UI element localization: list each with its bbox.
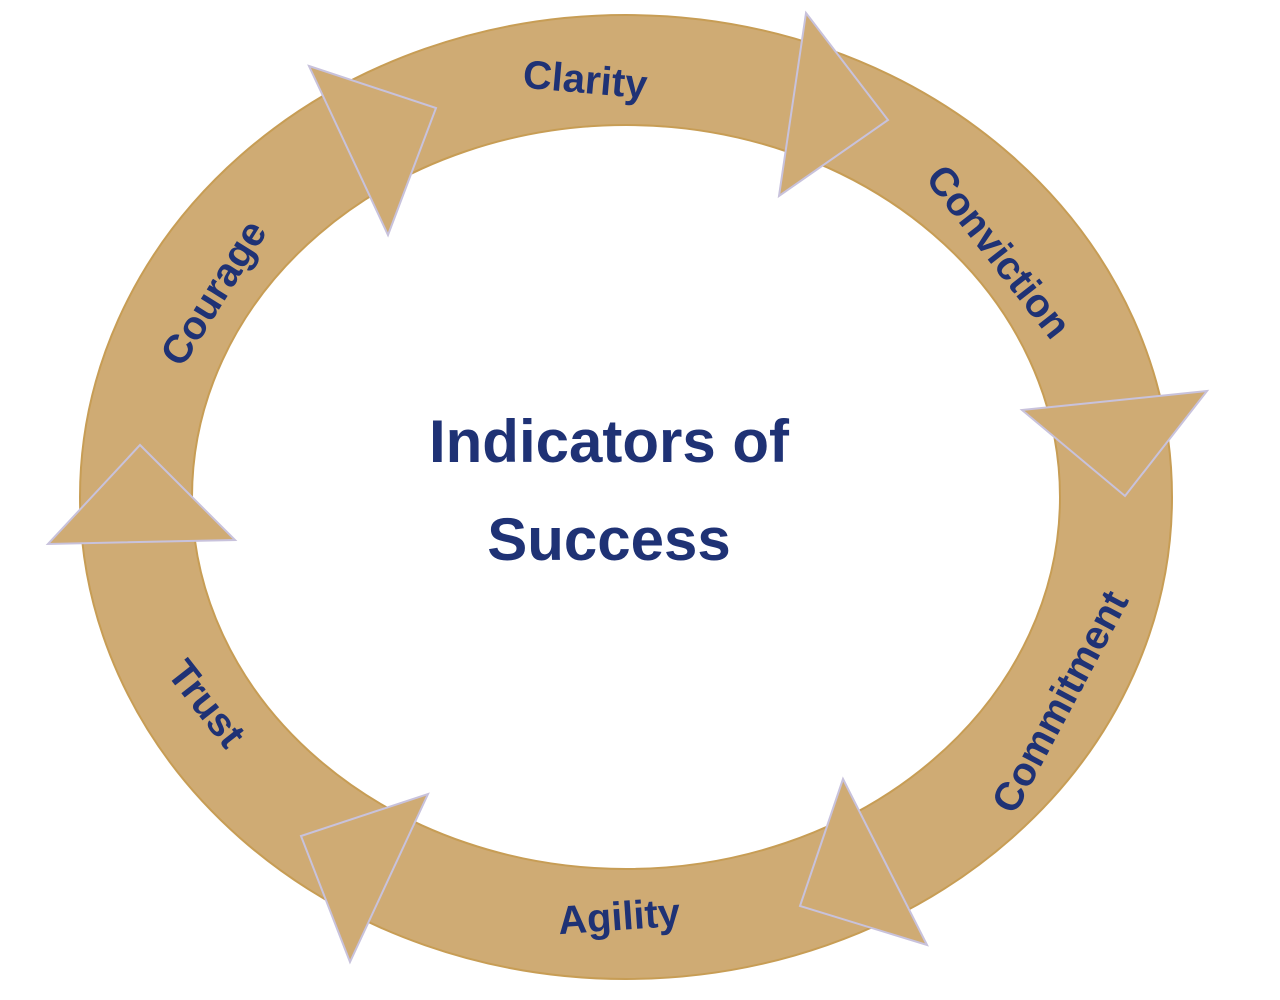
center-title-line-2: Success — [487, 506, 731, 573]
arrowhead-trust-to-courage — [45, 443, 238, 546]
arrowhead-clarity-to-conviction — [777, 10, 890, 199]
arrowhead-courage-to-clarity — [307, 64, 438, 238]
segment-label-clarity: Clarity — [521, 53, 650, 108]
arrowhead-commitment-to-agility — [798, 776, 929, 947]
arrowhead-agility-to-trust — [299, 792, 430, 965]
segment-label-agility: Agility — [557, 891, 683, 943]
arrowhead-conviction-to-commitment — [1019, 389, 1210, 498]
cycle-ring — [78, 14, 1174, 980]
center-title-line-1: Indicators of — [429, 408, 790, 475]
